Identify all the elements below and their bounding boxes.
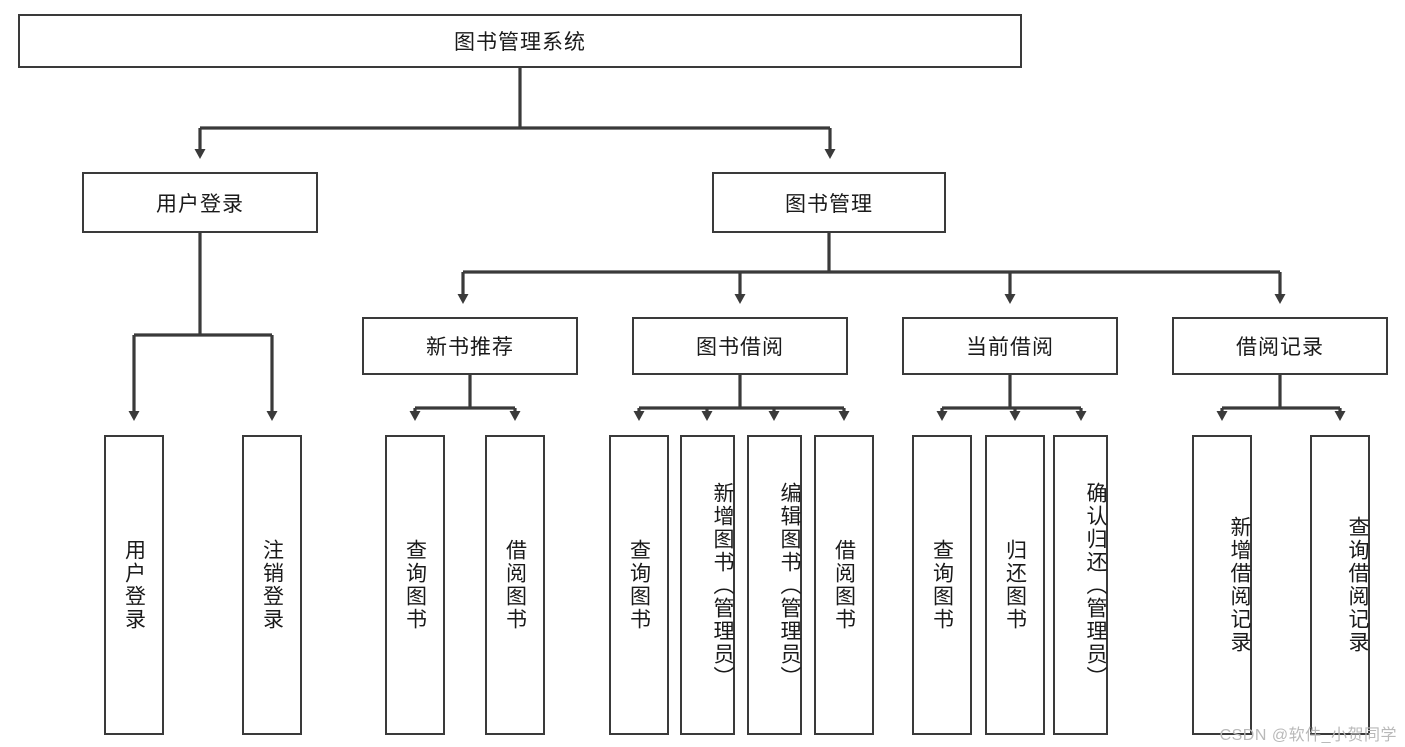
node-book-borrow-label: 图书借阅 xyxy=(696,336,784,359)
node-leaf-user-logout[interactable]: 注销登录 xyxy=(242,435,302,735)
node-book-manage-label: 图书管理 xyxy=(785,192,873,216)
node-current-borrow[interactable]: 当前借阅 xyxy=(902,317,1118,375)
node-leaf-user-login-label: 用户登录 xyxy=(122,539,146,631)
node-leaf-query-book-2-label: 查询图书 xyxy=(627,539,651,631)
node-leaf-query-record-label: 查询借阅记录 xyxy=(1346,516,1369,654)
node-root-label: 图书管理系统 xyxy=(454,31,586,54)
node-leaf-add-book[interactable]: 新增图书（管理员） xyxy=(680,435,735,735)
node-leaf-query-book-1[interactable]: 查询图书 xyxy=(385,435,445,735)
node-new-book-rec-label: 新书推荐 xyxy=(426,336,514,359)
node-root[interactable]: 图书管理系统 xyxy=(18,14,1022,68)
node-current-borrow-label: 当前借阅 xyxy=(966,336,1054,359)
node-borrow-record[interactable]: 借阅记录 xyxy=(1172,317,1388,375)
node-leaf-edit-book[interactable]: 编辑图书（管理员） xyxy=(747,435,802,735)
node-leaf-confirm-return[interactable]: 确认归还（管理员） xyxy=(1053,435,1108,735)
node-leaf-return-book[interactable]: 归还图书 xyxy=(985,435,1045,735)
node-leaf-user-logout-label: 注销登录 xyxy=(260,539,284,631)
node-user-login[interactable]: 用户登录 xyxy=(82,172,318,233)
node-leaf-borrow-book-2-label: 借阅图书 xyxy=(832,539,856,631)
node-leaf-borrow-book-2[interactable]: 借阅图书 xyxy=(814,435,874,735)
node-leaf-user-login[interactable]: 用户登录 xyxy=(104,435,164,735)
node-leaf-borrow-book-1[interactable]: 借阅图书 xyxy=(485,435,545,735)
node-leaf-query-book-1-label: 查询图书 xyxy=(403,539,427,631)
node-leaf-query-record[interactable]: 查询借阅记录 xyxy=(1310,435,1370,735)
node-leaf-add-record[interactable]: 新增借阅记录 xyxy=(1192,435,1252,735)
node-user-login-label: 用户登录 xyxy=(156,192,244,216)
node-leaf-add-record-label: 新增借阅记录 xyxy=(1228,516,1251,654)
csdn-watermark: CSDN @软件_小贺同学 xyxy=(1219,727,1397,744)
node-leaf-borrow-book-1-label: 借阅图书 xyxy=(503,539,527,631)
node-book-manage[interactable]: 图书管理 xyxy=(712,172,946,233)
node-leaf-confirm-return-label: 确认归还（管理员） xyxy=(1084,481,1107,689)
node-new-book-rec[interactable]: 新书推荐 xyxy=(362,317,578,375)
node-leaf-edit-book-label: 编辑图书（管理员） xyxy=(778,481,801,689)
node-leaf-query-book-2[interactable]: 查询图书 xyxy=(609,435,669,735)
node-leaf-return-book-label: 归还图书 xyxy=(1003,539,1027,631)
node-borrow-record-label: 借阅记录 xyxy=(1236,336,1324,359)
node-leaf-add-book-label: 新增图书（管理员） xyxy=(711,481,734,689)
node-leaf-query-book-3-label: 查询图书 xyxy=(930,539,954,631)
node-book-borrow[interactable]: 图书借阅 xyxy=(632,317,848,375)
node-leaf-query-book-3[interactable]: 查询图书 xyxy=(912,435,972,735)
